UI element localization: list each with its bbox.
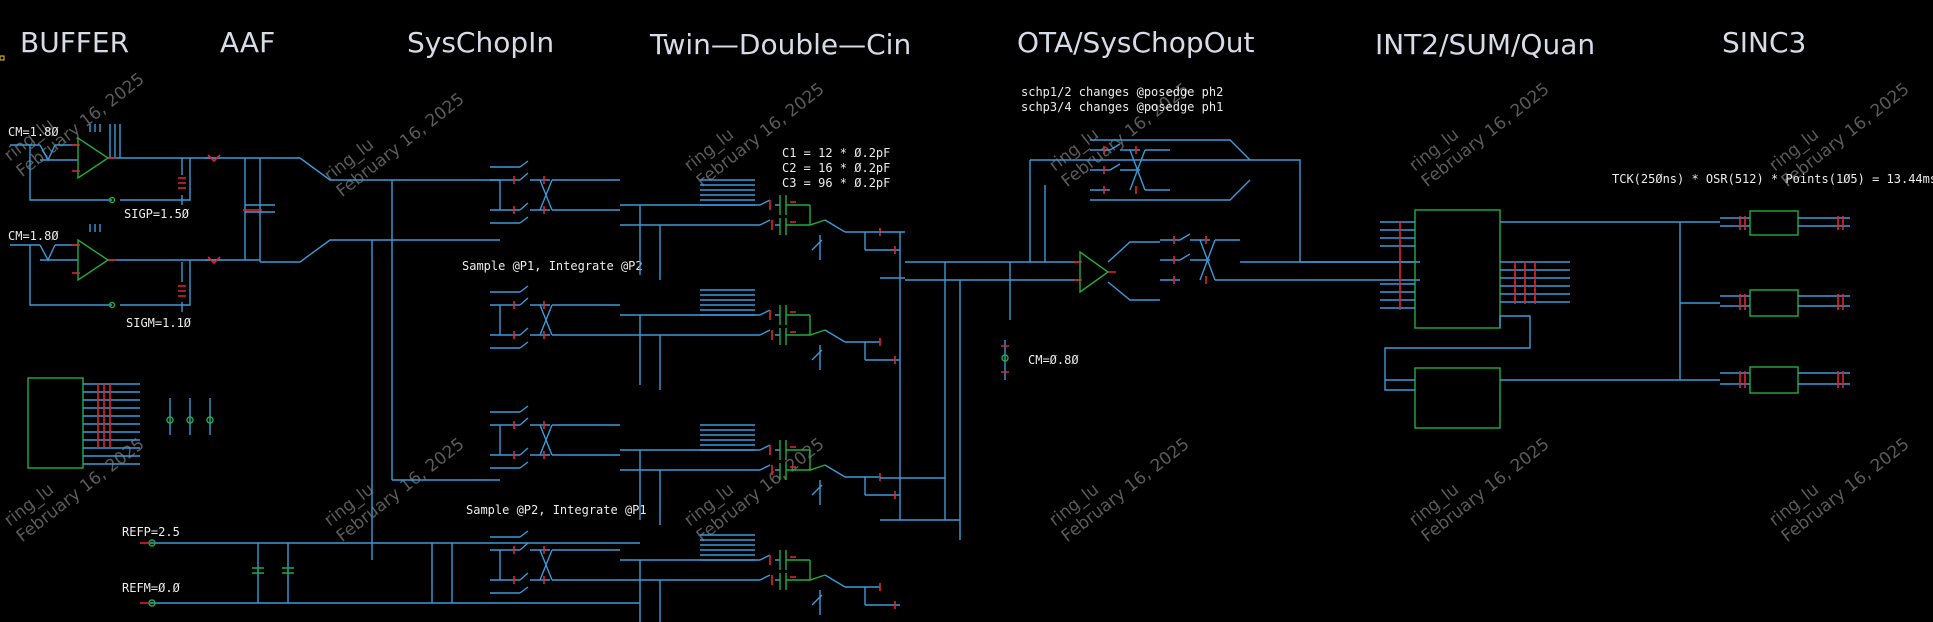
int2-sum-quan-block xyxy=(1380,209,1680,429)
cm-top-label: CM=1.8Ø xyxy=(8,125,59,139)
capacitor-bank xyxy=(620,179,900,280)
capacitor-bank xyxy=(620,424,900,525)
refp-label: REFP=2.5 xyxy=(122,525,180,539)
integrator-block xyxy=(1414,209,1501,329)
section-title-buffer: BUFFER xyxy=(20,26,129,59)
sinc3-filter-3 xyxy=(1749,366,1799,394)
schp12-label: schp1/2 changes @posedge ph2 xyxy=(1021,85,1223,99)
sinc3-filter-2 xyxy=(1749,289,1799,317)
chopper-switch-group xyxy=(490,160,620,224)
schp34-label: schp3/4 changes @posedge ph1 xyxy=(1021,100,1223,114)
tck-label: TCK(25Øns) * OSR(512) * Points(1Ø5) = 13… xyxy=(1612,172,1933,186)
capacitor-bank xyxy=(620,289,900,390)
buffer-opamp-bottom xyxy=(77,238,110,282)
chopper-switch-group xyxy=(490,405,620,469)
quantizer-block xyxy=(1414,367,1501,429)
sample-p1-label: Sample @P1, Integrate @P2 xyxy=(462,259,643,273)
capacitor-bank xyxy=(620,534,900,622)
section-title-twin-double-cin: Twin—Double—Cin xyxy=(649,28,911,61)
chopper-switch-group xyxy=(490,285,620,349)
section-title-sinc3: SINC3 xyxy=(1722,26,1806,59)
reference-rails: REFP=2.5 REFM=Ø.Ø xyxy=(122,525,640,607)
c3-label: C3 = 96 * Ø.2pF xyxy=(782,176,890,190)
section-title-syschopin: SysChopIn xyxy=(407,26,554,59)
cin-to-ota-wiring xyxy=(880,231,960,521)
ota-chop-switch xyxy=(1160,233,1240,284)
origin-marker xyxy=(0,55,5,61)
section-titles: BUFFER AAF SysChopIn Twin—Double—Cin OTA… xyxy=(20,26,1806,61)
sample-p2-label: Sample @P2, Integrate @P1 xyxy=(466,503,647,517)
sinc3-block: TCK(25Øns) * OSR(512) * Points(1Ø5) = 13… xyxy=(1612,172,1933,394)
chopper-switch-group xyxy=(490,530,620,594)
refm-label: REFM=Ø.Ø xyxy=(122,581,181,595)
syschopin-block: Sample @P1, Integrate @P2 Sample @P2, In… xyxy=(371,160,647,594)
bias-block xyxy=(27,377,84,469)
cm-bottom-label: CM=1.8Ø xyxy=(8,229,59,243)
ota-syschopout-block: CM=Ø.8Ø schp1/2 changes @posedge ph2 sch… xyxy=(905,85,1420,540)
cm-ota-label: CM=Ø.8Ø xyxy=(1028,353,1079,367)
c1-label: C1 = 12 * Ø.2pF xyxy=(782,146,890,160)
section-title-int2-sum-quan: INT2/SUM/Quan xyxy=(1375,28,1595,61)
sinc3-filter-1 xyxy=(1749,210,1799,236)
c2-label: C2 = 16 * Ø.2pF xyxy=(782,161,890,175)
sigm-label: SIGM=1.1Ø xyxy=(126,316,192,330)
buffer-opamp-top xyxy=(77,136,110,180)
sigp-label: SIGP=1.5Ø xyxy=(124,207,190,221)
buffer-block: CM=1.8Ø SIGP=1.5Ø CM=1.8Ø SIGM=1.1Ø xyxy=(8,124,260,469)
ota-amplifier xyxy=(1079,250,1110,294)
section-title-aaf: AAF xyxy=(220,26,275,59)
aaf-block xyxy=(205,154,392,265)
twin-double-cin-block: C1 = 12 * Ø.2pF C2 = 16 * Ø.2pF C3 = 96 … xyxy=(620,146,960,622)
ota-chop-switch xyxy=(1090,143,1170,194)
section-title-ota-syschopout: OTA/SysChopOut xyxy=(1017,26,1254,59)
